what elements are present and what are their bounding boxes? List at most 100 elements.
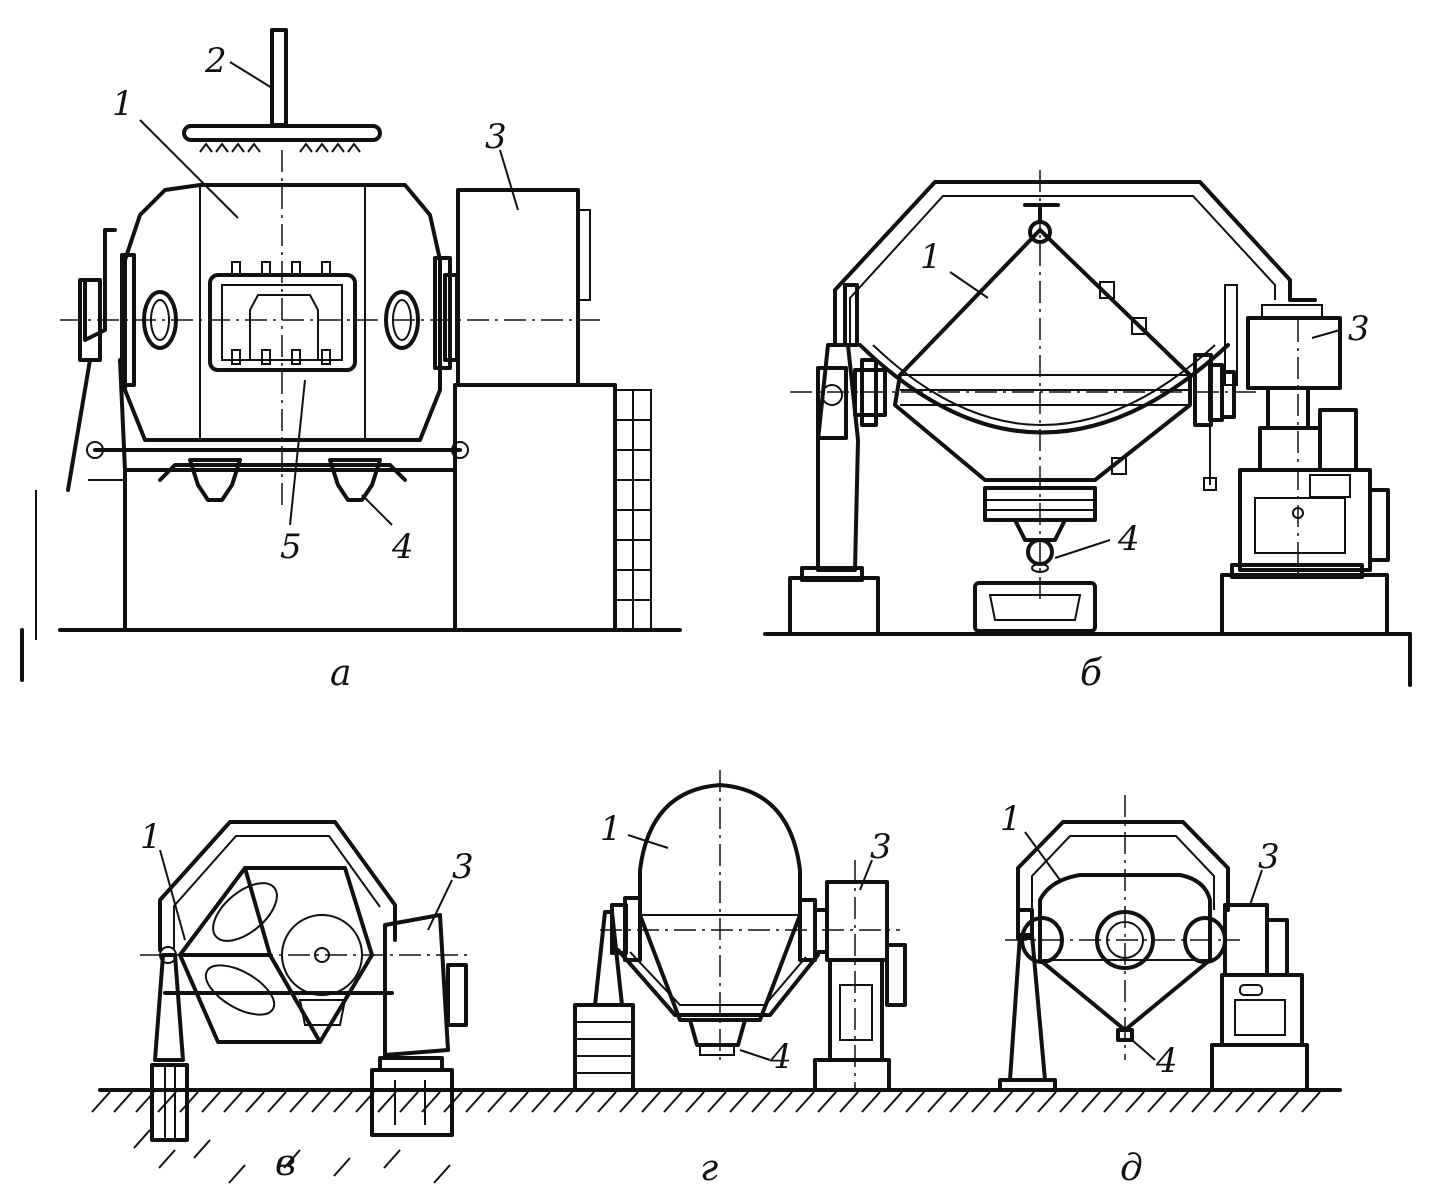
- ground-hatch-line: [157, 1091, 177, 1113]
- ground-hatch-line: [641, 1091, 661, 1113]
- label-a-4: 4: [391, 527, 414, 567]
- ground-hatch-line: [1081, 1091, 1101, 1113]
- ground-hatch-line: [1037, 1091, 1057, 1113]
- ground-hatch-line: [311, 1091, 331, 1113]
- label-g-4: 4: [769, 1037, 792, 1077]
- ground-hatch-line: [1279, 1091, 1299, 1113]
- ground-hatching: [91, 1088, 1342, 1184]
- ground-hatch-line: [993, 1091, 1013, 1113]
- drum-body-a: [123, 183, 442, 442]
- ground-hatch-line: [1125, 1091, 1145, 1113]
- label-d-3: 3: [1258, 837, 1280, 877]
- ground-hatch-line: [1301, 1091, 1321, 1113]
- ground-hatch-line: [283, 1149, 301, 1169]
- ground-hatch-line: [751, 1091, 771, 1113]
- discharge-nozzle-a2: [328, 458, 382, 502]
- ground-hatch-line: [1169, 1091, 1189, 1113]
- ground-hatch-line: [861, 1091, 881, 1113]
- ground-hatch-line: [487, 1091, 507, 1113]
- ground-hatch-line: [1257, 1091, 1277, 1113]
- ground-hatch-line: [267, 1091, 287, 1113]
- label-b-3: 3: [1348, 309, 1370, 349]
- ground-hatch-line: [1191, 1091, 1211, 1113]
- ground-hatch-line: [465, 1091, 485, 1113]
- drive-gearbox-b: [1246, 316, 1342, 390]
- ground-hatch-line: [927, 1091, 947, 1113]
- ground-hatch-line: [1235, 1091, 1255, 1113]
- support-strap: [858, 343, 1230, 435]
- caption-a: а: [330, 653, 351, 694]
- yoke-g: [616, 948, 820, 1017]
- ground-hatch-line: [1059, 1091, 1079, 1113]
- ground-hatch-line: [531, 1091, 551, 1113]
- receiving-tray: [973, 581, 1097, 633]
- ground-hatch-line: [619, 1091, 639, 1113]
- ground-hatch-line: [113, 1091, 133, 1113]
- ground-hatch-line: [289, 1091, 309, 1113]
- ground-hatch-line: [133, 1129, 151, 1149]
- arch-frame-d: [1016, 820, 1230, 922]
- panel-d-tilted-cylinder-mixer: 1 3 4 д: [998, 795, 1309, 1189]
- brick-column: [614, 389, 652, 631]
- panel-b-double-cone-mixer: 1 3 4 б: [763, 170, 1412, 694]
- ground-hatch-line: [773, 1091, 793, 1113]
- panel-a-drum-mixer: 1 2 3 4 5 а: [20, 28, 682, 694]
- ground-hatch-line: [399, 1091, 419, 1113]
- ground-hatch-line: [1103, 1091, 1123, 1113]
- label-g-1: 1: [600, 809, 622, 849]
- ground-hatch-line: [228, 1164, 246, 1184]
- label-g-3: 3: [870, 827, 892, 867]
- ground-hatch-line: [729, 1091, 749, 1113]
- ground-hatch-line: [377, 1091, 397, 1113]
- ground-hatch-line: [223, 1091, 243, 1113]
- label-a-1: 1: [112, 84, 134, 124]
- label-a-5: 5: [280, 527, 302, 567]
- spray-jets: [199, 142, 361, 153]
- label-b-1: 1: [920, 237, 942, 277]
- ground-hatch-line: [201, 1091, 221, 1113]
- ground-hatch-line: [883, 1091, 903, 1113]
- discharge-nozzle-a1: [188, 458, 242, 502]
- ground-hatch-line: [949, 1091, 969, 1113]
- ground-hatch-line: [1147, 1091, 1167, 1113]
- drive-housing-a: [456, 188, 580, 387]
- caption-d: д: [1120, 1148, 1143, 1189]
- ground-hatch-line: [91, 1091, 111, 1113]
- arch-frame-v: [158, 820, 397, 952]
- panel-v-cube-mixer: 1 3 в: [140, 817, 474, 1184]
- drive-housing-g: [825, 880, 889, 962]
- drive-housing-v: [383, 913, 450, 1057]
- ground-hatch-line: [333, 1157, 351, 1177]
- ground-hatch-line: [433, 1164, 451, 1184]
- ground-hatch-line: [333, 1091, 353, 1113]
- label-d-4: 4: [1155, 1041, 1178, 1081]
- ground-hatch-line: [193, 1139, 211, 1159]
- label-b-4: 4: [1117, 519, 1140, 559]
- label-a-3: 3: [485, 117, 507, 157]
- ground-hatch-line: [509, 1091, 529, 1113]
- ground-hatch-line: [663, 1091, 683, 1113]
- ground-hatch-line: [1015, 1091, 1035, 1113]
- caption-g: г: [700, 1148, 718, 1189]
- caption-b: б: [1080, 653, 1103, 694]
- label-v-3: 3: [452, 847, 474, 887]
- ground-hatch-line: [383, 1149, 401, 1169]
- ground-hatch-line: [158, 1149, 176, 1169]
- label-v-1: 1: [140, 817, 162, 857]
- ground-hatch-line: [597, 1091, 617, 1113]
- ground-hatch-line: [553, 1091, 573, 1113]
- ground-hatch-line: [707, 1091, 727, 1113]
- spray-bar: [182, 124, 382, 142]
- label-a-2: 2: [204, 41, 227, 81]
- ground-hatch-line: [245, 1091, 265, 1113]
- ground-hatch-line: [795, 1091, 815, 1113]
- panel-g-pear-mixer: 1 3 4 г: [573, 770, 907, 1189]
- ground-hatch-line: [905, 1091, 925, 1113]
- arch-frame-b: [833, 180, 1317, 347]
- ground-hatch-line: [575, 1091, 595, 1113]
- water-pipe: [270, 28, 288, 127]
- ground-hatch-line: [971, 1091, 991, 1113]
- ground-hatch-line: [839, 1091, 859, 1113]
- ground-hatch-line: [685, 1091, 705, 1113]
